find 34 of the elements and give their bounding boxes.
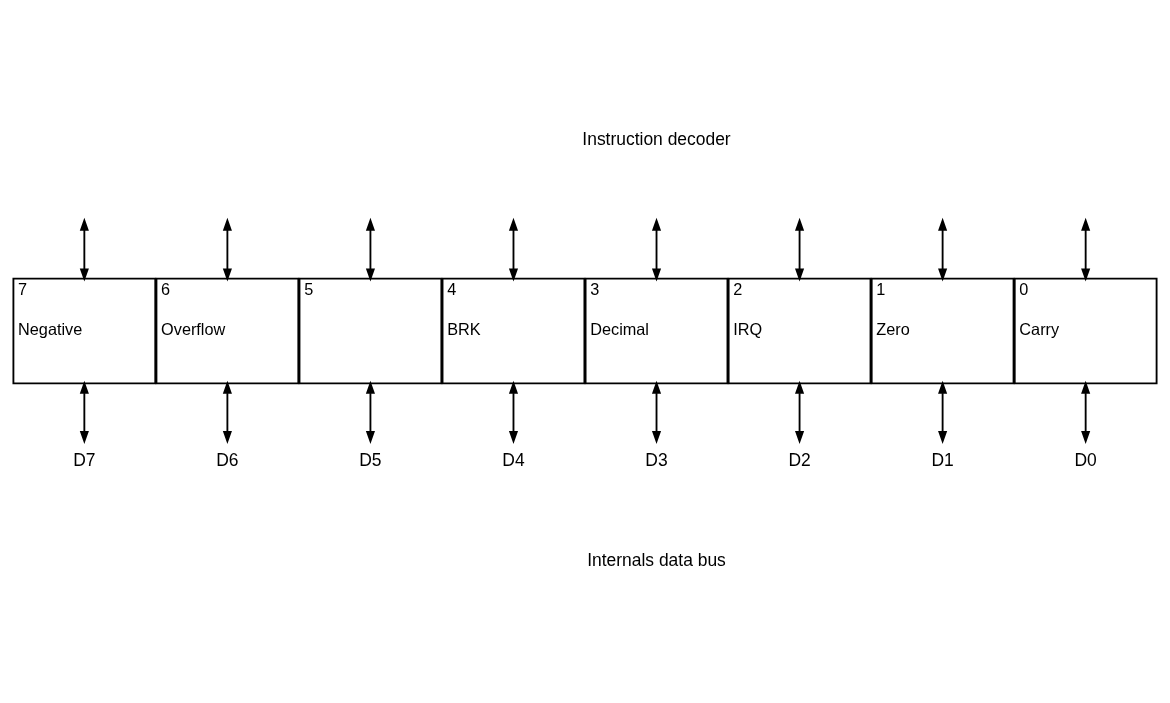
arrow: [1081, 380, 1091, 445]
node-text: D3: [645, 450, 668, 471]
arrow: [79, 380, 89, 445]
node-box: 5: [298, 277, 443, 385]
node-text: D1: [931, 450, 954, 471]
node-box: 6 Overflow: [155, 277, 300, 385]
arrow: [79, 217, 89, 282]
arrow: [795, 217, 805, 282]
arrow: [365, 217, 375, 282]
arrow: [651, 217, 662, 282]
arrow: [222, 217, 232, 282]
arrow: [795, 380, 805, 445]
node-text: D0: [1074, 450, 1097, 471]
arrow: [508, 217, 519, 282]
label: Internals data bus: [587, 550, 726, 571]
arrow: [508, 380, 519, 445]
arrow: [1081, 217, 1091, 282]
node-box: 2 IRQ: [727, 277, 872, 385]
node-box: 0 Carry: [1013, 277, 1158, 385]
arrow: [938, 217, 948, 282]
node-text: D5: [359, 450, 382, 471]
node-text: D4: [502, 450, 525, 471]
node-text: D6: [216, 450, 239, 471]
arrow: [651, 380, 662, 445]
node-text: D2: [788, 450, 811, 471]
label: Instruction decoder: [582, 128, 731, 149]
node-box: 1 Zero: [870, 277, 1015, 385]
node-box: 3 Decimal: [584, 277, 729, 385]
node-box: 7 Negative: [12, 277, 157, 385]
node-text: D7: [73, 450, 96, 471]
arrow: [222, 380, 232, 445]
node-box: 4 BRK: [441, 277, 586, 385]
arrow: [938, 380, 948, 445]
arrow: [365, 380, 375, 445]
